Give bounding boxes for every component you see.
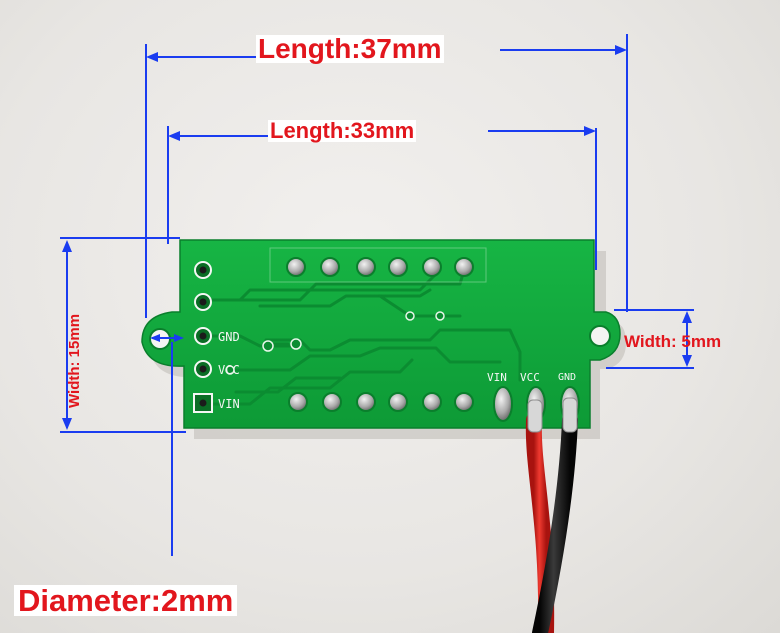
pcb-label-vin-left: VIN bbox=[218, 397, 240, 411]
outer-length-label: Length:37mm bbox=[256, 33, 444, 64]
pcb-label-vcc-top: VCC bbox=[520, 371, 540, 384]
inner-length-label: Length:33mm bbox=[268, 118, 417, 143]
right-mounting-hole bbox=[589, 325, 611, 347]
pcb-board bbox=[141, 239, 621, 429]
height-dimension-label: Width: 15mm bbox=[66, 314, 83, 408]
pcb-vias bbox=[225, 311, 445, 375]
pcb-label-gnd-top: GND bbox=[558, 372, 576, 383]
pcb-label-vin-top: VIN bbox=[487, 371, 507, 384]
pcb-label-gnd-left: GND bbox=[218, 330, 240, 344]
display-pins-bottom bbox=[288, 392, 474, 412]
left-header-pins bbox=[193, 261, 213, 413]
pcb-label-vcc-left: VCC bbox=[218, 363, 240, 377]
diameter-label: Diameter:2mm bbox=[14, 585, 238, 616]
wires bbox=[525, 397, 578, 633]
thickness-label: Width: 5mm bbox=[624, 332, 722, 351]
dimension-lines bbox=[60, 34, 694, 556]
display-pins-top bbox=[286, 257, 474, 277]
black-wire bbox=[532, 412, 578, 633]
